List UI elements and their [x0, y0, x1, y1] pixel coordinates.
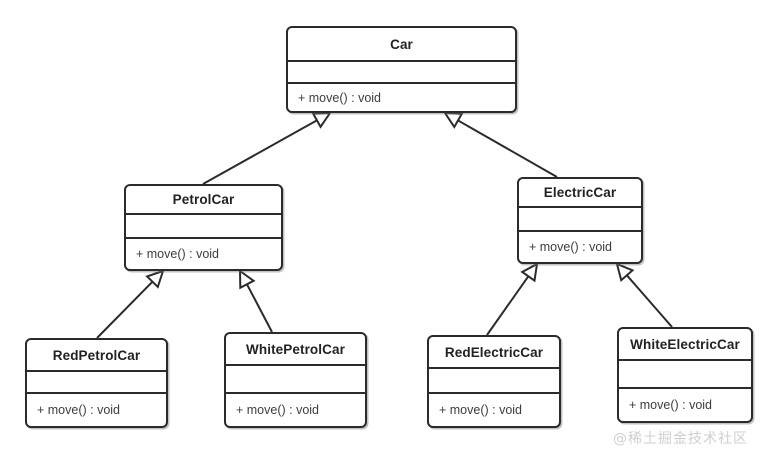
class-attributes-redpetrolcar — [27, 372, 166, 394]
uml-class-car[interactable]: Car + move() : void — [286, 26, 517, 113]
inheritance-arrowhead-icon — [145, 269, 165, 289]
class-operations-redelectriccar: + move() : void — [439, 403, 523, 417]
inheritance-arrowhead-icon — [443, 111, 464, 129]
generalization-redpetrolcar-to-petrol — [96, 269, 165, 339]
inheritance-arrowhead-icon — [238, 269, 256, 290]
class-attributes-whiteelectriccar — [619, 361, 751, 389]
class-operations-whitepetrolcar: + move() : void — [236, 403, 320, 417]
class-attributes-petrolcar — [126, 215, 281, 239]
class-operations-electriccar: + move() : void — [529, 240, 613, 254]
class-operations-redpetrolcar: + move() : void — [37, 403, 121, 417]
edge-line — [202, 119, 318, 185]
uml-class-whiteelectriccar[interactable]: WhiteElectricCar + move() : void — [617, 327, 753, 423]
uml-class-electriccar[interactable]: ElectricCar + move() : void — [517, 177, 643, 264]
inheritance-arrowhead-icon — [615, 262, 635, 283]
class-name-whiteelectriccar: WhiteElectricCar — [619, 329, 751, 361]
uml-class-whitepetrolcar[interactable]: WhitePetrolCar + move() : void — [224, 332, 367, 428]
generalization-petrolcar-to-car — [202, 111, 332, 185]
class-name-redpetrolcar: RedPetrolCar — [27, 340, 166, 372]
generalization-whitepetrol-to-petrol — [238, 269, 273, 333]
class-name-whitepetrolcar: WhitePetrolCar — [226, 334, 365, 366]
uml-class-redpetrolcar[interactable]: RedPetrolCar + move() : void — [25, 338, 168, 428]
generalization-whiteelectric-to-electric — [615, 262, 673, 328]
class-operations-petrolcar: + move() : void — [136, 247, 220, 261]
class-name-petrolcar: PetrolCar — [126, 186, 281, 215]
edge-line — [626, 274, 673, 328]
class-name-electriccar: ElectricCar — [519, 179, 641, 208]
class-operations-whiteelectriccar: + move() : void — [629, 398, 713, 412]
edge-line — [246, 283, 273, 333]
class-operations-car: + move() : void — [298, 90, 382, 105]
uml-class-redelectriccar[interactable]: RedElectricCar + move() : void — [427, 335, 561, 428]
class-attributes-whitepetrolcar — [226, 366, 365, 394]
generalization-redelectric-to-electric — [486, 262, 539, 336]
generalization-electriccar-to-car — [443, 111, 558, 178]
class-attributes-car — [288, 62, 515, 84]
edge-line — [486, 275, 530, 336]
class-name-redelectriccar: RedElectricCar — [429, 337, 559, 369]
edge-line — [96, 280, 154, 339]
uml-class-petrolcar[interactable]: PetrolCar + move() : void — [124, 184, 283, 271]
class-attributes-electriccar — [519, 208, 641, 232]
class-name-car: Car — [288, 28, 515, 62]
class-attributes-redelectriccar — [429, 369, 559, 394]
watermark: @稀土掘金技术社区 — [613, 431, 748, 447]
inheritance-arrowhead-icon — [520, 262, 539, 283]
inheritance-arrowhead-icon — [311, 111, 332, 129]
edge-line — [457, 119, 558, 178]
